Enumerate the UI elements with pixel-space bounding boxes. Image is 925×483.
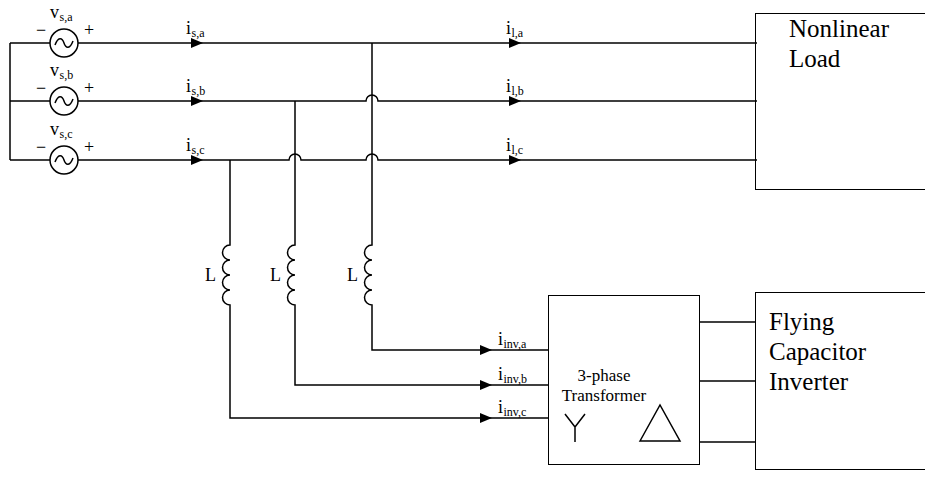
inductor-label: L: [270, 266, 281, 284]
polarity-sign: −: [36, 138, 46, 156]
signal-subscript: inv,a: [504, 338, 527, 350]
signal-subscript: inv,b: [504, 373, 528, 385]
signal-subscript: l,a: [512, 27, 524, 39]
current-symbol: i: [506, 136, 511, 154]
current-symbol: i: [498, 398, 503, 416]
phase-wire: [700, 380, 755, 382]
signal-subscript: inv,c: [504, 406, 527, 418]
current-symbol: i: [186, 77, 191, 95]
current-symbol: i: [186, 136, 191, 154]
polarity-sign: −: [36, 79, 46, 97]
signal-subscript: s,c: [60, 128, 73, 140]
signal-subscript: s,b: [60, 69, 74, 81]
signal-subscript: s,c: [192, 144, 205, 156]
current-symbol: i: [498, 330, 503, 348]
voltage-symbol: v: [50, 120, 59, 138]
polarity-sign: +: [84, 21, 94, 39]
inductor-label: L: [347, 266, 358, 284]
polarity-sign: +: [84, 79, 94, 97]
block-title: 3-phase Transformer: [549, 366, 659, 407]
transformer-box: 3-phase Transformer: [548, 295, 700, 465]
current-symbol: i: [506, 77, 511, 95]
signal-subscript: s,a: [60, 11, 73, 23]
polarity-sign: +: [84, 138, 94, 156]
load-box: Nonlinear Load: [755, 13, 925, 190]
inverter-box: Flying Capacitor Inverter: [755, 292, 925, 470]
polarity-sign: −: [36, 21, 46, 39]
signal-subscript: l,c: [512, 144, 524, 156]
block-title: Flying Capacitor Inverter: [769, 307, 894, 397]
phase-wire: [700, 441, 755, 443]
signal-subscript: s,b: [192, 85, 206, 97]
current-symbol: i: [186, 19, 191, 37]
block-title: Nonlinear Load: [789, 14, 919, 74]
current-symbol: i: [498, 365, 503, 383]
inductor-label: L: [205, 266, 216, 284]
signal-subscript: s,a: [192, 27, 205, 39]
phase-wire: [700, 321, 755, 323]
signal-subscript: l,b: [512, 85, 524, 97]
voltage-symbol: v: [50, 3, 59, 21]
voltage-symbol: v: [50, 61, 59, 79]
current-symbol: i: [506, 19, 511, 37]
